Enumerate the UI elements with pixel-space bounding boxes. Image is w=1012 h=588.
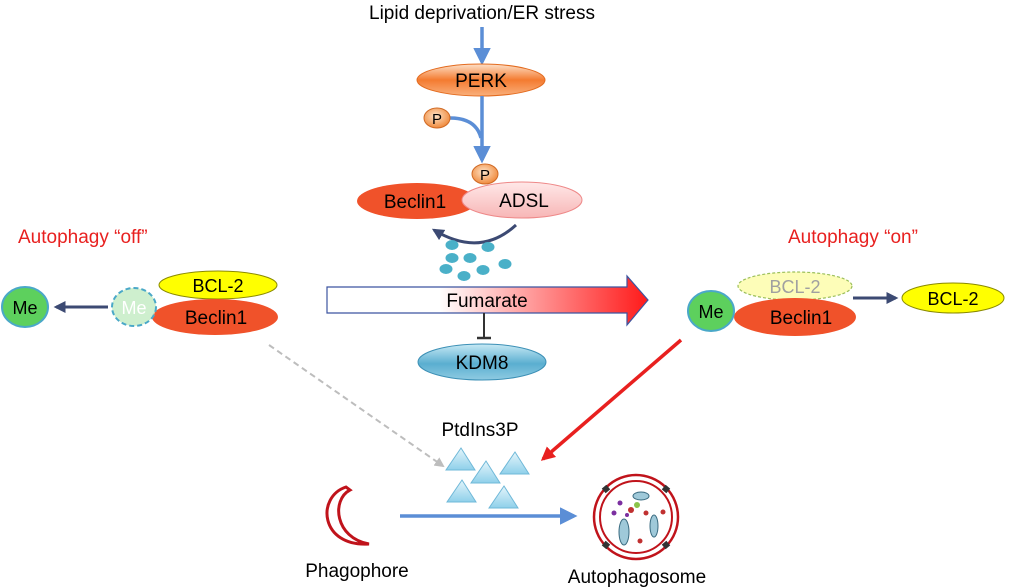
beclin1-left-node (152, 299, 278, 335)
me-faded-left-label: Me (121, 298, 146, 318)
fumarate-production-arrow (431, 223, 518, 245)
phosphate-bound-node (471, 163, 499, 185)
phosphate-transfer-curve (449, 116, 483, 139)
beclin1-right-node (734, 298, 856, 336)
me-released-label: Me (12, 298, 37, 318)
adsl-node (461, 181, 583, 219)
off-to-ptdins3p-dashed-arrow (268, 344, 445, 468)
beclin1-right-label: Beclin1 (770, 308, 832, 329)
bcl2-left-label: BCL-2 (192, 276, 243, 296)
autophagy-on-title: Autophagy “on” (788, 227, 918, 248)
me-right-label: Me (698, 302, 723, 322)
autophagosome-label: Autophagosome (568, 567, 706, 588)
beclin1-left-label: Beclin1 (185, 308, 247, 329)
phagophore-label: Phagophore (305, 561, 409, 582)
bcl2-released-node (901, 282, 1005, 314)
bcl2-released-label: BCL-2 (927, 289, 978, 309)
ptdins3p-label: PtdIns3P (441, 420, 518, 441)
bcl2-left-node (158, 270, 278, 300)
ptdins3p-triangles (445, 447, 530, 509)
perk-label: PERK (455, 71, 507, 92)
phosphate-free-label: P (432, 111, 442, 128)
kdm8-label: KDM8 (456, 353, 509, 374)
kdm8-node (417, 343, 547, 381)
phosphate-bound-label: P (480, 167, 490, 184)
me-faded-left-node (111, 287, 157, 327)
phosphate-free-node (423, 107, 451, 129)
stimulus-label: Lipid deprivation/ER stress (369, 3, 595, 24)
fumarate-label: Fumarate (446, 291, 527, 312)
fumarate-molecules (439, 240, 512, 281)
beclin1-center-node (357, 183, 477, 219)
on-to-ptdins3p-arrow (540, 338, 683, 461)
beclin1-center-label: Beclin1 (384, 192, 446, 213)
bcl2-faded-right-label: BCL-2 (769, 277, 820, 297)
me-released-node (1, 286, 49, 328)
me-right-node (687, 290, 735, 332)
autophagosome-shape (592, 473, 680, 561)
autophagy-off-title: Autophagy “off” (18, 227, 148, 248)
adsl-label: ADSL (499, 191, 549, 212)
phagophore-shape (325, 485, 370, 546)
fumarate-arrow (326, 274, 649, 327)
